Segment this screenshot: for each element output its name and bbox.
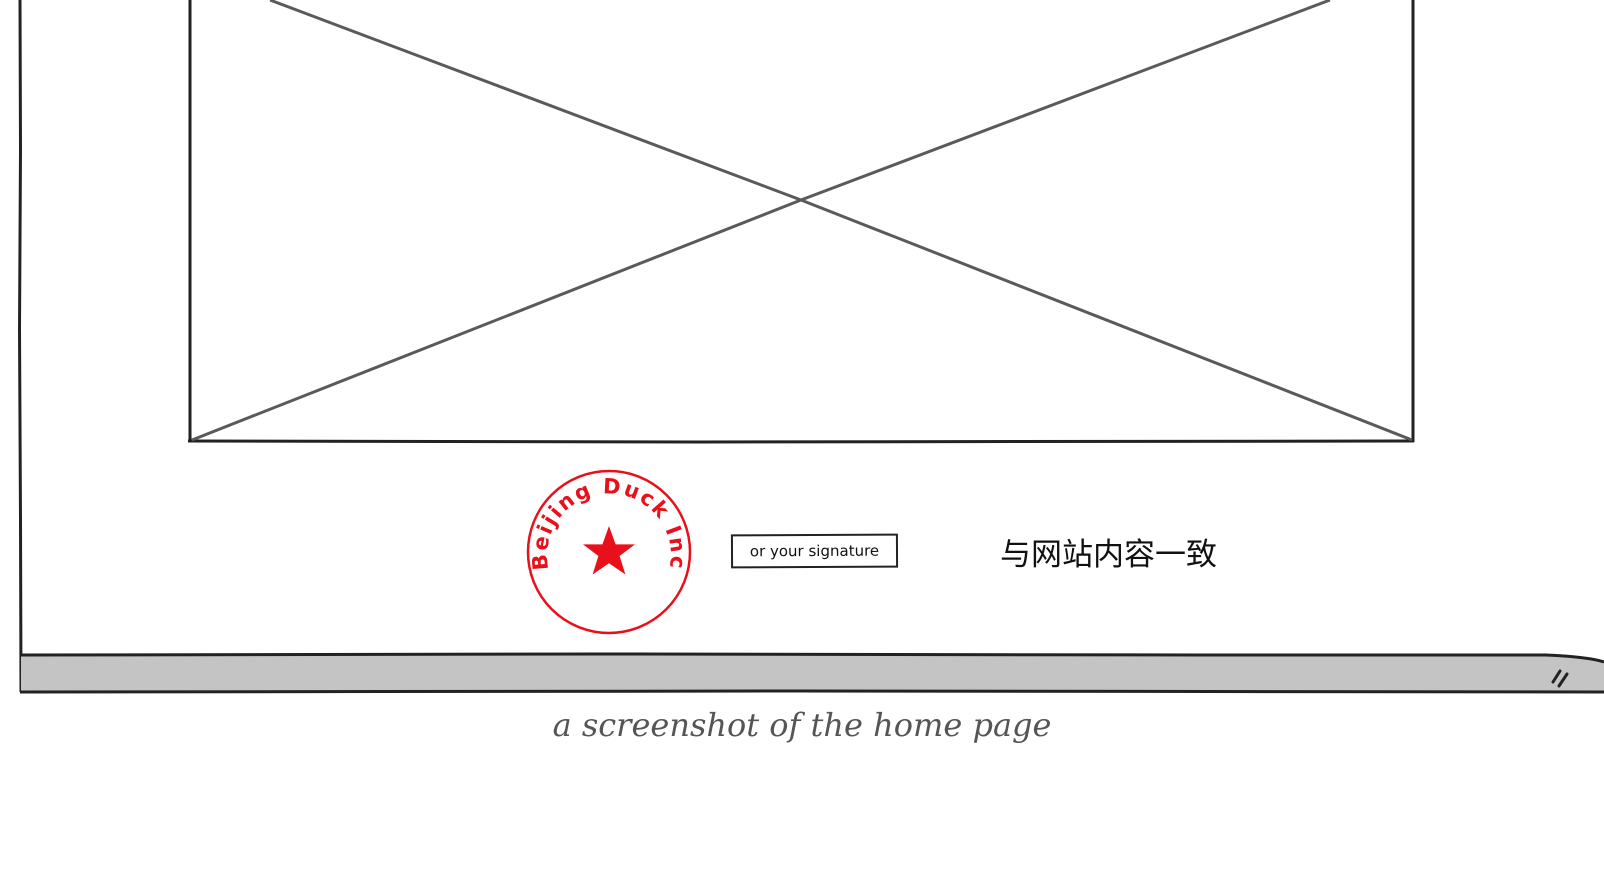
window-left-border — [17, 0, 23, 693]
content-consistency-note: 与网站内容一致 — [1000, 537, 1217, 573]
star-stamp-icon: Beijing Duck Inc — [526, 469, 692, 635]
resize-grip-icon[interactable] — [1551, 669, 1569, 688]
signature-label: or your signature — [749, 541, 880, 561]
figure-caption: a screenshot of the home page — [552, 706, 1052, 744]
image-placeholder-icon — [187, 0, 1415, 444]
horizontal-scrollbar[interactable] — [19, 652, 1604, 694]
signature-field[interactable]: or your signature — [730, 533, 899, 569]
